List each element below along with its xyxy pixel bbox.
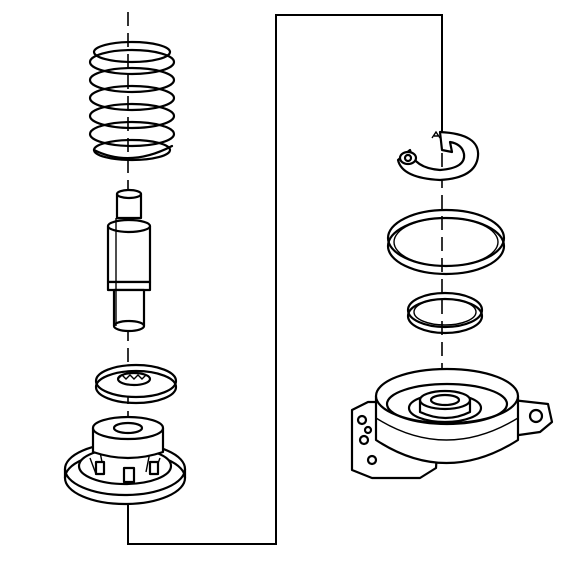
- large-o-ring: [386, 208, 506, 276]
- valve-stem: [106, 188, 152, 333]
- housing-cover: [350, 367, 554, 480]
- assembly-path-line: [127, 14, 443, 545]
- snap-ring: [396, 130, 480, 182]
- small-seal-ring: [406, 291, 484, 335]
- coil-spring: [88, 40, 176, 162]
- splined-washer: [94, 363, 178, 405]
- spring-seat: [63, 415, 187, 506]
